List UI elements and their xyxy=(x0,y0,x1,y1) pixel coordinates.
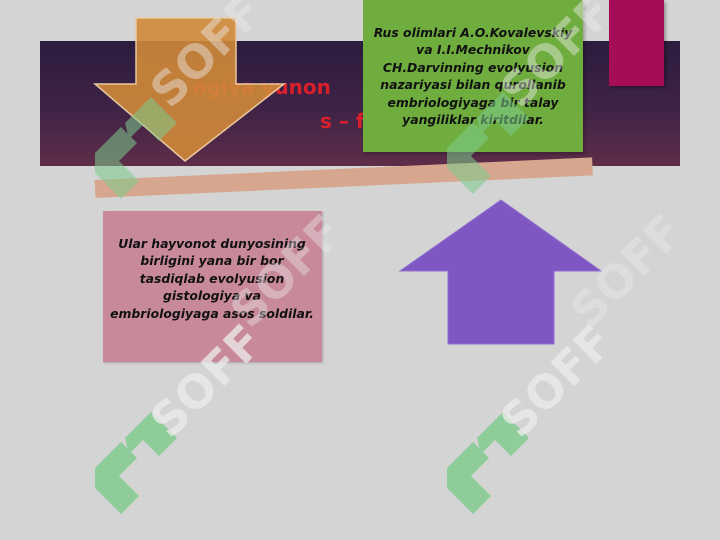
pink-text-box xyxy=(103,211,322,362)
up-arrow-icon xyxy=(398,199,603,345)
soff-logo-icon xyxy=(95,412,177,514)
soff-logo-icon xyxy=(447,412,529,514)
down-arrow-icon xyxy=(92,17,287,162)
green-box-text: Rus olimlari A.O.Kovalevskiy va I.I.Mech… xyxy=(373,25,573,128)
pink-box-text: Ular hayvonot dunyosining birligini yana… xyxy=(110,236,314,321)
magenta-accent-tab xyxy=(609,0,664,86)
